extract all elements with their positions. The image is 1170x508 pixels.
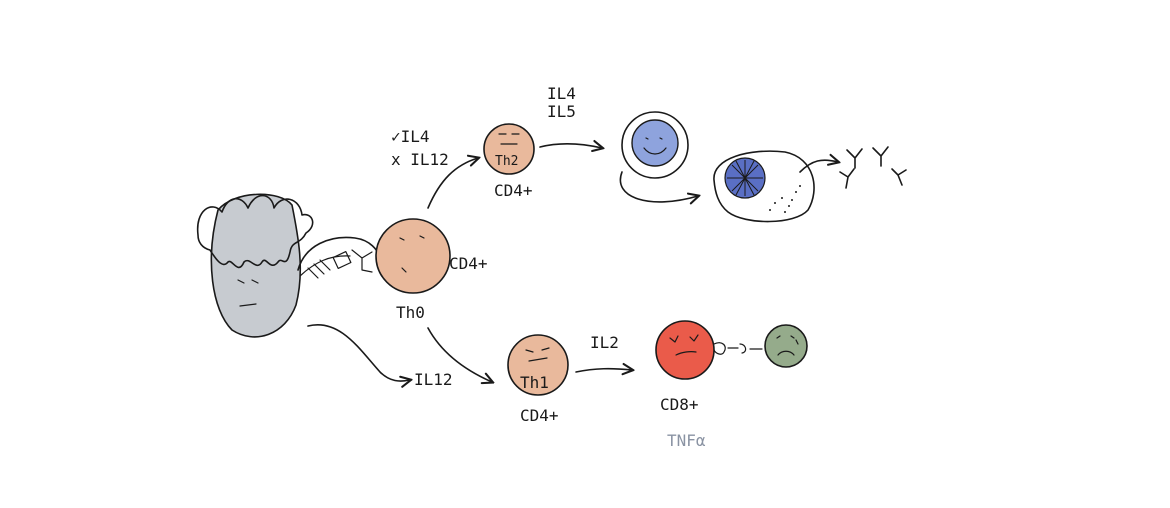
label-th0: Th0 (396, 303, 425, 322)
arrow-plasma-to-antibodies (799, 160, 838, 173)
mhc-tcr-contact (297, 236, 381, 279)
label-th2: Th2 (495, 154, 518, 169)
label-th1: Th1 (520, 373, 549, 392)
arrow-th2-to-bcell (539, 144, 602, 148)
arrow-apc-to-il12 (307, 323, 410, 381)
antigen-presenting-cell (196, 193, 314, 338)
cd8-cell (655, 320, 715, 380)
label-il4-top: IL4 (547, 84, 576, 103)
plasma-cell (713, 150, 815, 223)
label-check-il4: ✓IL4 (391, 127, 430, 146)
label-cd4-top: CD4+ (494, 181, 533, 200)
label-il12-bottom: IL12 (414, 370, 453, 389)
th2-cell (483, 123, 535, 175)
th1-cell (507, 334, 569, 396)
antibodies (839, 146, 907, 189)
label-tnf: TNFα (667, 431, 706, 450)
label-cd4-mid: CD4+ (449, 254, 488, 273)
arrow-th0-to-th2 (427, 158, 478, 209)
label-cd8: CD8+ (660, 395, 699, 414)
label-x-il12: x IL12 (391, 150, 449, 169)
label-il5-top: IL5 (547, 102, 576, 121)
target-cell (764, 324, 808, 368)
th0-cell (375, 218, 451, 294)
label-il2: IL2 (590, 333, 619, 352)
arrow-th0-to-th1 (427, 327, 492, 382)
label-cd4-bottom: CD4+ (520, 406, 559, 425)
b-cell (621, 111, 689, 179)
arrow-th1-to-cd8 (575, 369, 632, 372)
cd8-target-contact (713, 342, 763, 355)
arrow-bcell-to-plasma (619, 171, 698, 202)
